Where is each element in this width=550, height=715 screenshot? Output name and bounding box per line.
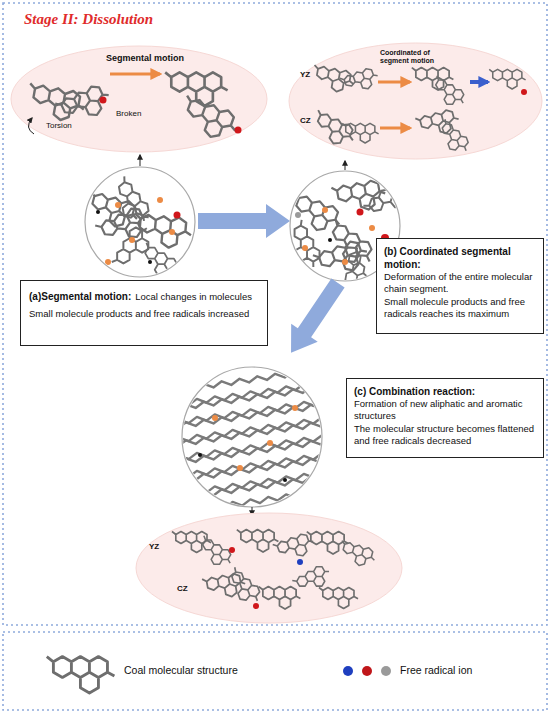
- diagram-title: Stage II: Dissolution: [24, 11, 153, 28]
- radical-dot: [369, 225, 375, 231]
- radical-dot: [237, 465, 243, 471]
- radical-dot: [169, 229, 175, 235]
- radical-dot: [148, 260, 152, 264]
- radical-dot: [198, 453, 202, 457]
- box-text: Local changes in molecules: [135, 291, 252, 302]
- sheet: [159, 434, 358, 480]
- outer-dotted-border: [3, 3, 547, 625]
- ellipse-node: Coordinated of segment motionYZ CZ: [288, 42, 543, 160]
- ellipse-outline: [135, 512, 403, 624]
- sheet: [159, 452, 358, 498]
- legend-text: Coal molecular structure: [124, 664, 238, 676]
- sheet: [159, 380, 358, 426]
- ellipse-shape: [289, 43, 542, 159]
- ellipse-label: CZ: [300, 116, 330, 125]
- sheet: [159, 470, 358, 516]
- box-heading: (a)Segmental motion:: [29, 291, 131, 302]
- ellipse-shape: [11, 46, 267, 152]
- box-heading: (c) Combination reaction:: [354, 385, 536, 398]
- ellipse-node: Segmental motionTorsion Broken: [10, 45, 268, 153]
- box-text: Small molecule products and free radical…: [384, 296, 536, 321]
- molecule: [95, 204, 154, 251]
- radical-dot: [157, 197, 163, 203]
- box-text: Deformation of the entire molecular chai…: [384, 271, 536, 296]
- radical-sample: [381, 666, 391, 676]
- radical-dot: [328, 238, 332, 242]
- ellipse-label: Torsion: [46, 121, 96, 130]
- zoom-arrow: [140, 155, 141, 166]
- ellipse-shape: [136, 513, 402, 623]
- legend-dotted-border: [3, 632, 547, 710]
- radical-sample: [343, 666, 353, 676]
- molecule: [135, 243, 182, 283]
- radical-dot: [129, 237, 135, 243]
- ellipse-label: CZ: [177, 584, 207, 593]
- radical-dot: [267, 440, 273, 446]
- zoom-circle: [85, 167, 195, 277]
- ellipse-node: YZ CZ: [135, 512, 403, 624]
- radical-dot: [96, 210, 100, 214]
- circle-molecules: [83, 176, 192, 283]
- ellipse-label: Segmental motion: [106, 53, 196, 63]
- radical-dot: [115, 202, 121, 208]
- box-text: Small molecule products and free radical…: [29, 306, 259, 323]
- sheet: [159, 416, 358, 462]
- ellipse-label: Broken: [116, 109, 166, 118]
- radical-dot: [212, 415, 218, 421]
- stacked-sheets: [159, 362, 358, 516]
- molecule: [280, 220, 325, 273]
- radical-dot: [283, 478, 287, 482]
- radical-dot: [292, 405, 298, 411]
- legend-text: Free radical ion: [400, 664, 472, 676]
- block-arrow: [198, 204, 290, 238]
- radical-dot: [295, 212, 301, 218]
- radical-dot: [342, 259, 348, 265]
- radical-dot: [302, 245, 308, 251]
- box-heading: (b) Coordinated segmental motion:: [384, 245, 536, 271]
- molecule: [363, 176, 415, 225]
- legend-molecule: [47, 657, 115, 693]
- sheet: [159, 398, 358, 444]
- zoom-arrow: [345, 161, 346, 170]
- box-text: The molecular structure becomes flattene…: [354, 423, 536, 448]
- ellipse-label: YZ: [300, 70, 330, 79]
- radical-dot: [322, 207, 328, 213]
- radical-sample: [362, 666, 372, 676]
- sheet: [159, 362, 358, 408]
- molecule: [313, 237, 371, 281]
- radical-dot: [174, 212, 181, 219]
- box-text: Formation of new aliphatic and aromatic …: [354, 398, 536, 423]
- molecule: [83, 191, 140, 232]
- block-arrow: [278, 274, 352, 362]
- ellipse-label: YZ: [149, 542, 179, 551]
- text-box: (c) Combination reaction:Formation of ne…: [346, 378, 544, 458]
- text-box: (b) Coordinated segmental motion:Deforma…: [376, 238, 544, 334]
- ellipse-label: Coordinated of segment motion: [380, 49, 458, 65]
- text-box: (a)Segmental motion: Local changes in mol…: [20, 280, 268, 346]
- molecule: [320, 219, 379, 272]
- radical-dot: [357, 209, 364, 216]
- radical-dot: [105, 259, 111, 265]
